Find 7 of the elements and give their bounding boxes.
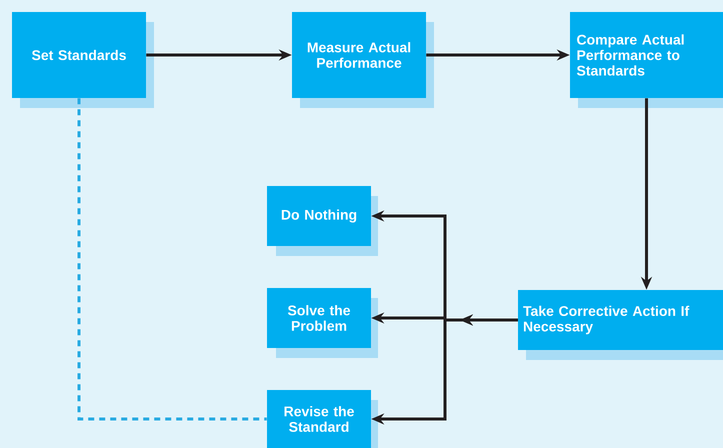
process-box: Do Nothing bbox=[267, 186, 378, 256]
process-box: Set Standards bbox=[12, 12, 154, 108]
process-box: Revise the Standard bbox=[267, 390, 378, 448]
process-box: Compare Actual Performance to Standards bbox=[570, 12, 723, 108]
process-box: Solve the Problem bbox=[267, 288, 378, 358]
process-box: Take Corrective Action If Necessary bbox=[518, 290, 723, 360]
process-box: Measure Actual Performance bbox=[292, 12, 434, 108]
